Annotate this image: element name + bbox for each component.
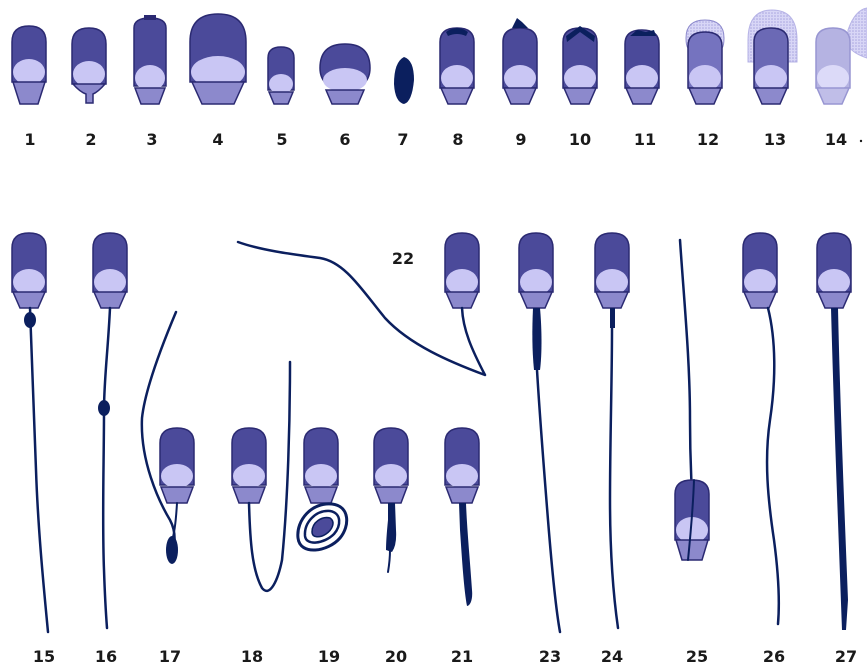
sperm-9 [503,18,537,104]
sperm-27 [817,233,851,630]
sperm-4 [190,14,246,104]
label-25: 25 [686,647,708,666]
label-21: 21 [451,647,473,666]
label-23: 23 [539,647,561,666]
label-18: 18 [241,647,263,666]
label-2: 2 [85,130,96,149]
label-3: 3 [146,130,157,149]
label-1: 1 [24,130,35,149]
sperm-15 [12,233,48,632]
label-22: 22 [392,249,414,268]
label-6: 6 [339,130,350,149]
sperm-2 [72,28,106,103]
label-17: 17 [159,647,181,666]
sperm-20 [374,428,408,572]
sperm-25 [675,240,709,560]
label-19: 19 [318,647,340,666]
label-9: 9 [515,130,526,149]
sperm-6 [320,44,370,104]
sperm-26 [743,233,779,624]
sperm-22 [238,233,485,375]
sperm-16 [93,233,127,628]
label-11: 11 [634,130,656,149]
sperm-3 [134,15,166,104]
label-8: 8 [452,130,463,149]
sperm-14 [816,8,867,142]
sperm-7 [394,57,414,104]
label-15: 15 [33,647,55,666]
sperm-5 [268,47,294,104]
sperm-1 [12,26,46,104]
sperm-11 [625,30,659,104]
sperm-13 [748,10,797,104]
label-12: 12 [697,130,719,149]
sperm-23 [519,233,560,632]
label-7: 7 [397,130,408,149]
sperm-10 [563,26,597,104]
label-5: 5 [276,130,287,149]
sperm-21 [445,428,479,606]
label-20: 20 [385,647,407,666]
label-13: 13 [764,130,786,149]
sperm-18 [232,362,290,591]
label-24: 24 [601,647,623,666]
label-16: 16 [95,647,117,666]
sperm-17 [142,312,194,564]
sperm-12 [686,20,724,104]
label-4: 4 [212,130,223,149]
label-26: 26 [763,647,785,666]
sperm-24 [595,233,629,628]
sperm-19 [298,428,347,550]
label-14: 14 [825,130,847,149]
label-27: 27 [835,647,857,666]
label-10: 10 [569,130,591,149]
sperm-8 [440,28,474,104]
